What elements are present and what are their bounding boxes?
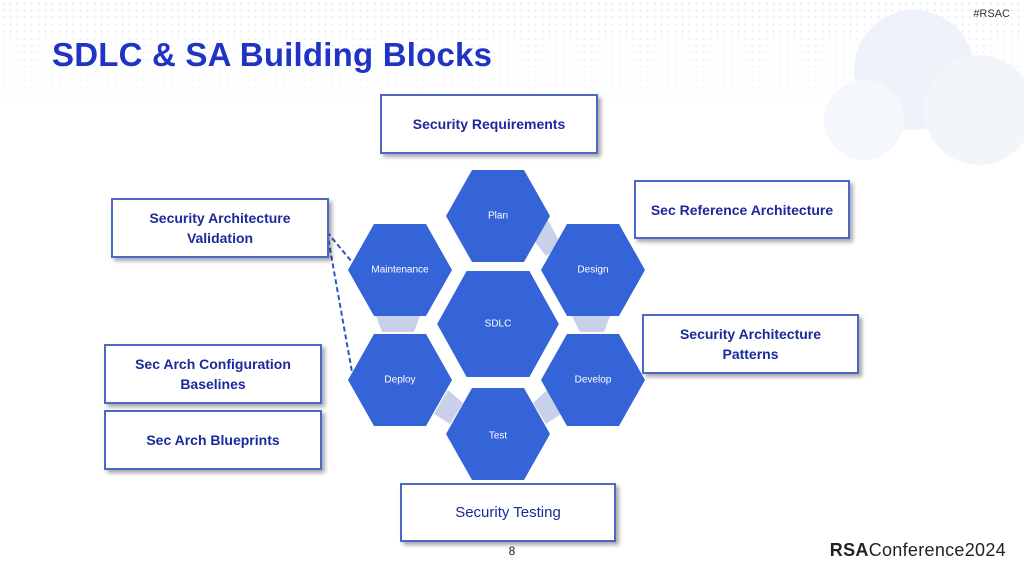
hex-design-label: Design (577, 265, 608, 276)
connector-develop-test (533, 390, 561, 424)
box-sec-arch-blueprints: Sec Arch Blueprints (104, 410, 322, 470)
logo-year: 2024 (964, 540, 1006, 560)
connector-test-deploy (434, 390, 463, 424)
hex-maintenance-label: Maintenance (371, 265, 429, 276)
dashed-connector-maintenance (326, 231, 353, 263)
hex-develop: Develop (541, 334, 645, 426)
hex-test: Test (446, 388, 550, 480)
page-number: 8 (508, 544, 516, 558)
dashed-connector-deploy (326, 231, 353, 373)
logo-text: Conference (868, 540, 965, 560)
connector-design-develop (572, 316, 610, 332)
hex-center-label: SDLC (485, 319, 512, 330)
hex-plan-label: Plan (488, 211, 508, 222)
hex-center-sdlc: SDLC (434, 269, 562, 379)
box-sec-reference-architecture: Sec Reference Architecture (634, 180, 850, 239)
rsac-logo: RSAConference2024 (830, 540, 1006, 561)
hex-deploy: Deploy (348, 334, 452, 426)
box-security-architecture-validation: Security Architecture Validation (111, 198, 329, 258)
hex-develop-label: Develop (575, 375, 612, 386)
connector-deploy-maintenance (376, 316, 420, 332)
box-security-architecture-patterns: Security Architecture Patterns (642, 314, 859, 374)
background-circles (824, 10, 1024, 165)
hex-deploy-label: Deploy (384, 375, 415, 386)
box-security-requirements: Security Requirements (380, 94, 598, 154)
slide-title: SDLC & SA Building Blocks (52, 36, 493, 73)
hex-test-label: Test (489, 431, 508, 442)
hex-maintenance: Maintenance (348, 224, 452, 316)
hex-design: Design (541, 224, 645, 316)
hashtag-label: #RSAC (973, 8, 1010, 20)
hex-plan: Plan (446, 170, 550, 262)
box-sec-arch-configuration-baselines: Sec Arch Configuration Baselines (104, 344, 322, 404)
logo-prefix: RSA (829, 540, 869, 560)
box-security-testing: Security Testing (400, 483, 616, 542)
